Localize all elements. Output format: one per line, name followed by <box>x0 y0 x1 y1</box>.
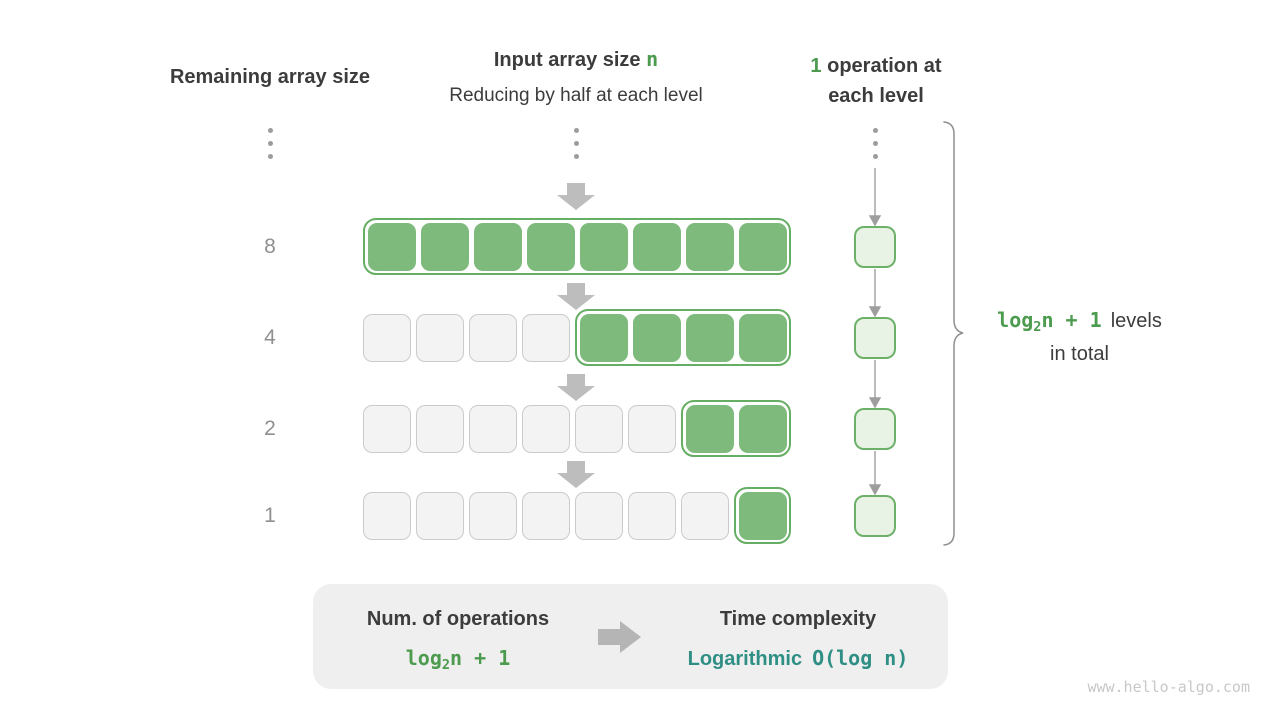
array-cell-active <box>420 222 469 271</box>
arrowhead-icon <box>868 484 882 496</box>
complexity-name: Logarithmic <box>687 648 803 670</box>
in-total-word: in total <box>1050 343 1109 365</box>
array-cell-discarded <box>416 404 464 453</box>
operation-square <box>854 317 896 359</box>
array-cell-active <box>685 222 734 271</box>
level-size-label: 1 <box>264 504 276 527</box>
level-size-label: 4 <box>264 326 276 349</box>
array-cell-discarded <box>416 491 464 540</box>
down-arrow-icon <box>557 283 595 310</box>
vertical-ellipsis-icon <box>268 128 273 159</box>
array-cell-active <box>738 404 787 453</box>
active-subarray-container <box>575 309 791 366</box>
array-cell-active <box>738 491 787 540</box>
level-size-label: 8 <box>264 235 276 258</box>
reducing-subheader: Reducing by half at each level <box>449 85 703 106</box>
level-size-label: 2 <box>264 417 276 440</box>
levels-word: levels <box>1110 310 1162 332</box>
summary-box: Num. of operations log2n + 1 Time comple… <box>313 584 948 689</box>
array-cell-discarded <box>363 313 411 362</box>
array-cell-discarded <box>416 313 464 362</box>
total-levels-annotation: log2n + 1 levels in total <box>972 305 1187 370</box>
active-subarray-container <box>363 218 791 275</box>
array-cell-active <box>738 313 787 362</box>
arrowhead-icon <box>868 397 882 409</box>
down-arrow-icon <box>557 461 595 488</box>
array-cell-active <box>579 313 628 362</box>
array-cell-active <box>367 222 416 271</box>
arrowhead-icon <box>868 306 882 318</box>
level-row <box>363 218 791 275</box>
array-cell-active <box>685 313 734 362</box>
level-row <box>363 400 791 457</box>
operation-per-level-header: 1 operation at each level <box>766 51 986 111</box>
array-cell-discarded <box>522 404 570 453</box>
array-cell-active <box>473 222 522 271</box>
level-row <box>363 487 791 544</box>
operation-text-line2: each level <box>828 85 924 107</box>
operation-square <box>854 226 896 268</box>
array-cell-active <box>632 313 681 362</box>
time-complexity-value: Logarithmic O(log n) <box>658 646 938 671</box>
operation-square <box>854 495 896 537</box>
input-array-size-text: Input array size <box>493 49 647 71</box>
array-cell-discarded <box>469 491 517 540</box>
array-cell-active <box>685 404 734 453</box>
num-operations-formula: log2n + 1 <box>405 646 511 673</box>
active-subarray-container <box>734 487 791 544</box>
array-cell-discarded <box>628 491 676 540</box>
array-cell-active <box>526 222 575 271</box>
array-cell-discarded <box>628 404 676 453</box>
levels-formula: log2n + 1 <box>997 308 1102 335</box>
operation-square <box>854 408 896 450</box>
vertical-ellipsis-icon <box>574 128 579 159</box>
remaining-array-size-header: Remaining array size <box>169 66 371 88</box>
input-array-size-header: Input array size n <box>426 47 726 72</box>
array-cell-active <box>632 222 681 271</box>
arrowhead-icon <box>868 215 882 227</box>
active-subarray-container <box>681 400 791 457</box>
array-cell-active <box>579 222 628 271</box>
complexity-big-o: O(log n) <box>812 646 909 670</box>
array-cell-discarded <box>363 404 411 453</box>
array-cell-discarded <box>575 404 623 453</box>
num-operations-title: Num. of operations <box>366 608 550 630</box>
down-arrow-icon <box>557 183 595 210</box>
vertical-ellipsis-icon <box>873 128 878 159</box>
array-cell-discarded <box>522 313 570 362</box>
array-cell-active <box>738 222 787 271</box>
down-arrow-icon <box>557 374 595 401</box>
array-cell-discarded <box>469 313 517 362</box>
array-cell-discarded <box>469 404 517 453</box>
input-array-size-var: n <box>646 47 659 71</box>
watermark: www.hello-algo.com <box>1087 678 1250 696</box>
array-cell-discarded <box>681 491 729 540</box>
array-cell-discarded <box>363 491 411 540</box>
operation-text-line1: operation at <box>821 55 942 77</box>
array-cell-discarded <box>575 491 623 540</box>
operation-count: 1 <box>810 55 822 77</box>
array-cell-discarded <box>522 491 570 540</box>
curly-brace <box>943 121 964 546</box>
level-row <box>363 309 791 366</box>
time-complexity-title: Time complexity <box>719 608 877 630</box>
